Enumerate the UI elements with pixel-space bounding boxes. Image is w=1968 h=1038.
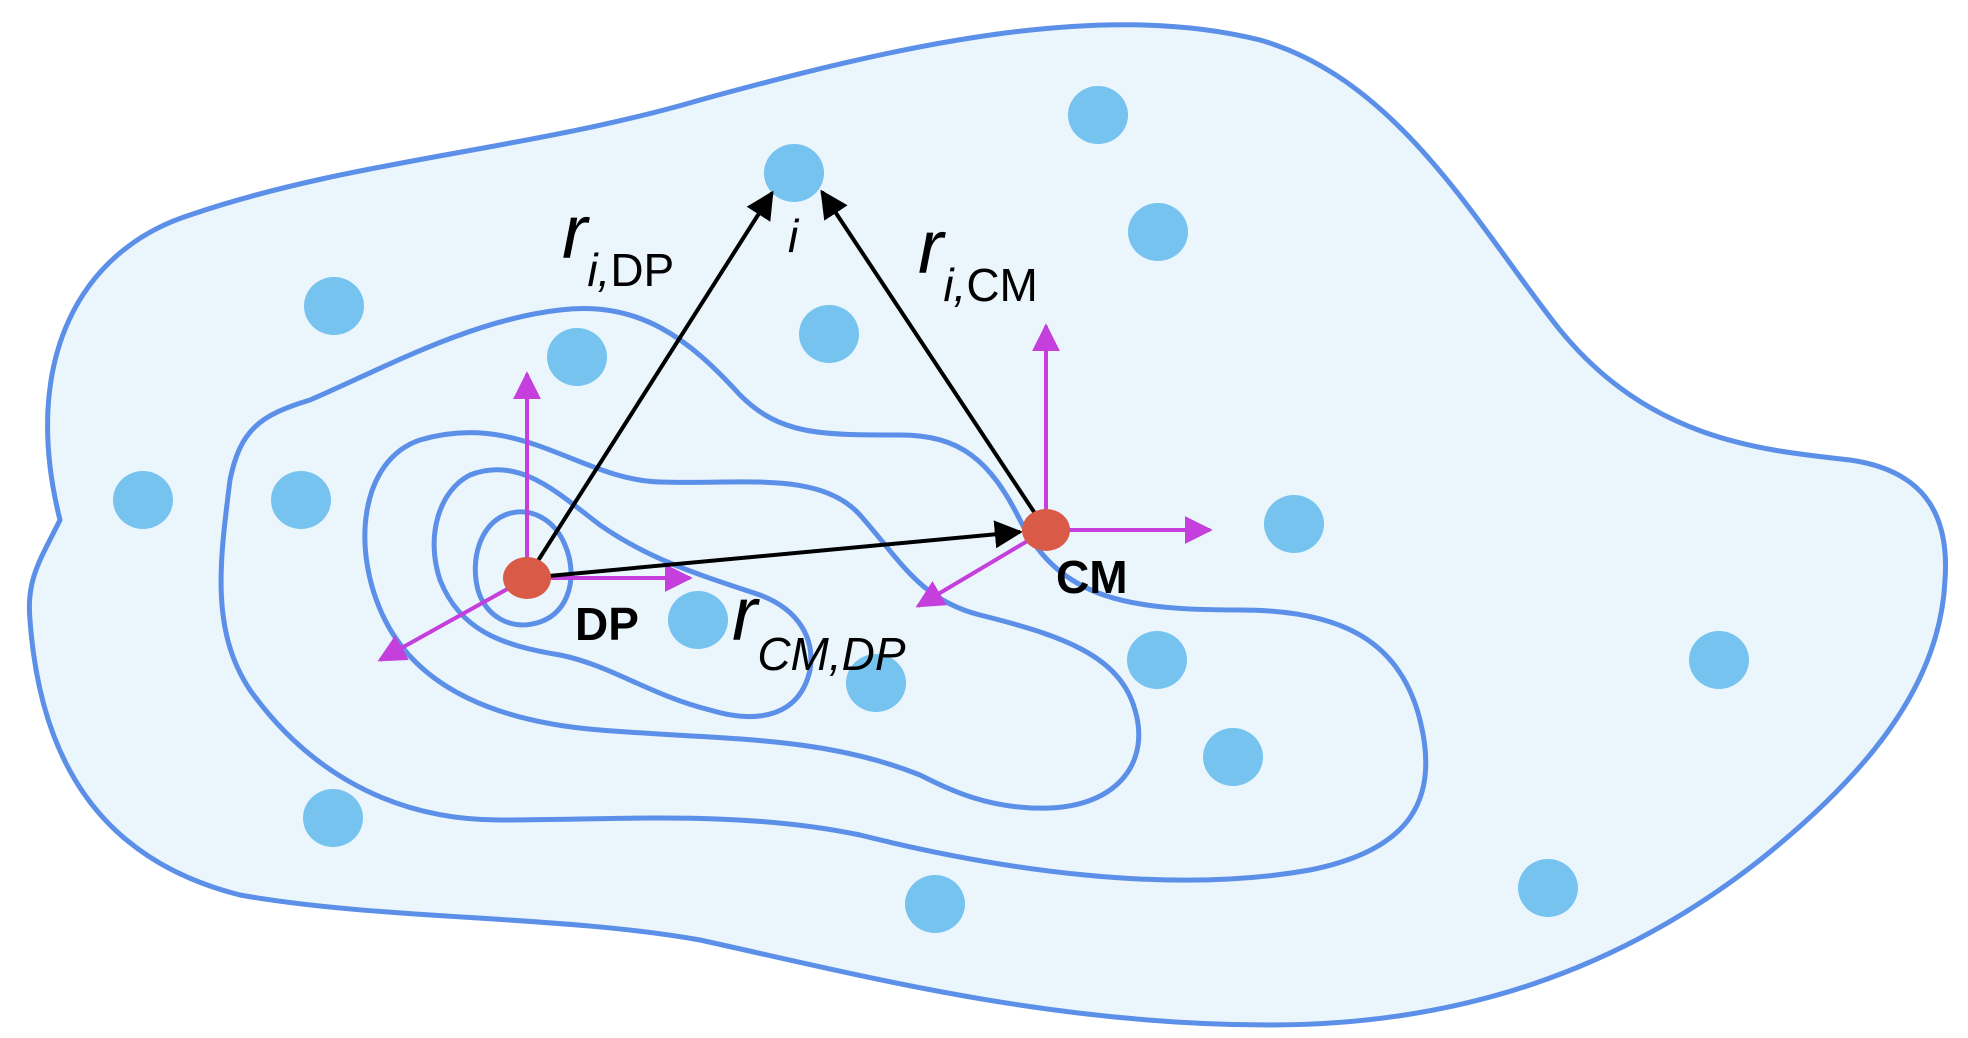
density-contour-second [362,430,1142,811]
label-r-i-cm-sub-plain: CM [966,259,1038,311]
label-r-i-dp-sub-italic: i, [587,244,610,296]
particle [846,654,906,712]
particle [1264,495,1324,553]
label-cm: CM [1056,551,1128,603]
label-particle-i: i [788,210,800,262]
density-contour-inner [472,509,574,628]
vector-r-i-dp [525,190,774,580]
vector-r-i-cm [820,189,1048,532]
label-r-i-dp-sub-plain: DP [610,244,674,296]
label-r-i-dp: ri,DP [562,190,674,296]
particle [1203,728,1263,786]
label-r-i-cm-main: r [918,205,946,290]
label-r-cm-dp-main: r [732,572,760,657]
cm-axis-diagonal [915,528,1048,608]
density-contour-outer [218,306,1429,883]
particle [1689,631,1749,689]
molecule-boundary [26,22,1949,1028]
particles [113,86,1749,933]
label-r-cm-dp: rCM,DP [732,572,906,680]
particle [304,277,364,335]
label-r-i-cm: ri,CM [918,205,1038,311]
particle [905,875,965,933]
cm-point [1022,509,1070,551]
cm-frame-axes [915,323,1213,608]
particle [1128,203,1188,261]
particle-i [764,144,824,202]
dp-axis-diagonal [377,576,528,662]
particle [1518,859,1578,917]
particle [271,471,331,529]
particle [113,471,173,529]
dp-point [503,557,551,599]
dp-frame-axes [377,371,693,662]
particle [1127,631,1187,689]
label-dp: DP [575,598,639,650]
particle [303,789,363,847]
particle [799,305,859,363]
particle [1068,86,1128,144]
label-r-i-cm-sub-italic: i, [943,259,966,311]
vector-r-cm-dp [526,520,1023,580]
particle [547,328,607,386]
displacement-vectors [525,189,1048,580]
density-contour-third [431,467,814,719]
particle [668,591,728,649]
label-r-i-dp-main: r [562,190,590,275]
label-r-cm-dp-sub: CM,DP [757,628,906,680]
